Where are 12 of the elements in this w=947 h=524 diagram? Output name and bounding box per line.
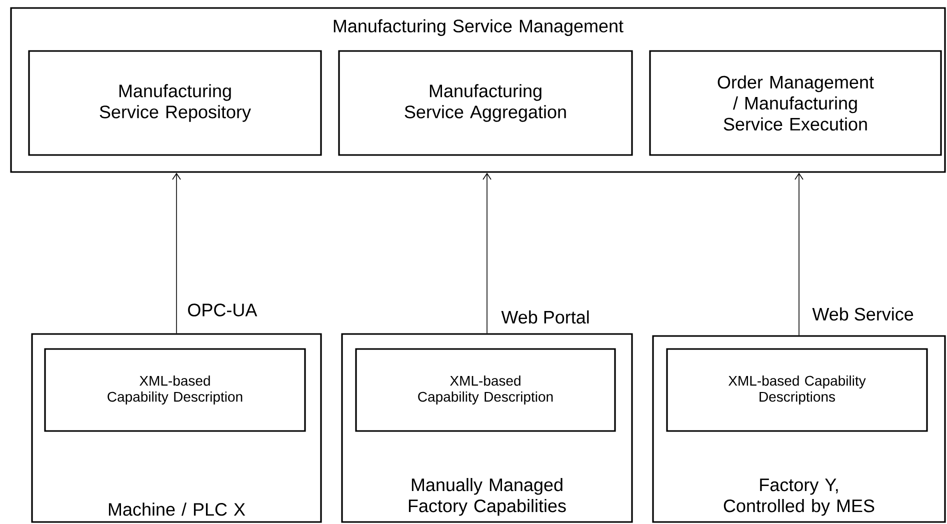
process-box: XML-based Capability Descriptions xyxy=(666,348,928,432)
arrow xyxy=(794,172,804,336)
process-box: Manufacturing Service Repository xyxy=(28,50,322,156)
edge-label: Web Service xyxy=(811,306,915,322)
edge-label: OPC-UA xyxy=(186,302,258,318)
arrow xyxy=(482,172,492,334)
process-box: Manufacturing Service Aggregation xyxy=(338,50,633,156)
arrow xyxy=(172,172,181,334)
process-box: XML-based Capability Description xyxy=(355,348,616,432)
process-box: Order Management / Manufacturing Service Execution xyxy=(649,50,942,156)
edge-label: Web Portal xyxy=(500,309,591,325)
process-box: XML-based Capability Description xyxy=(44,348,306,432)
